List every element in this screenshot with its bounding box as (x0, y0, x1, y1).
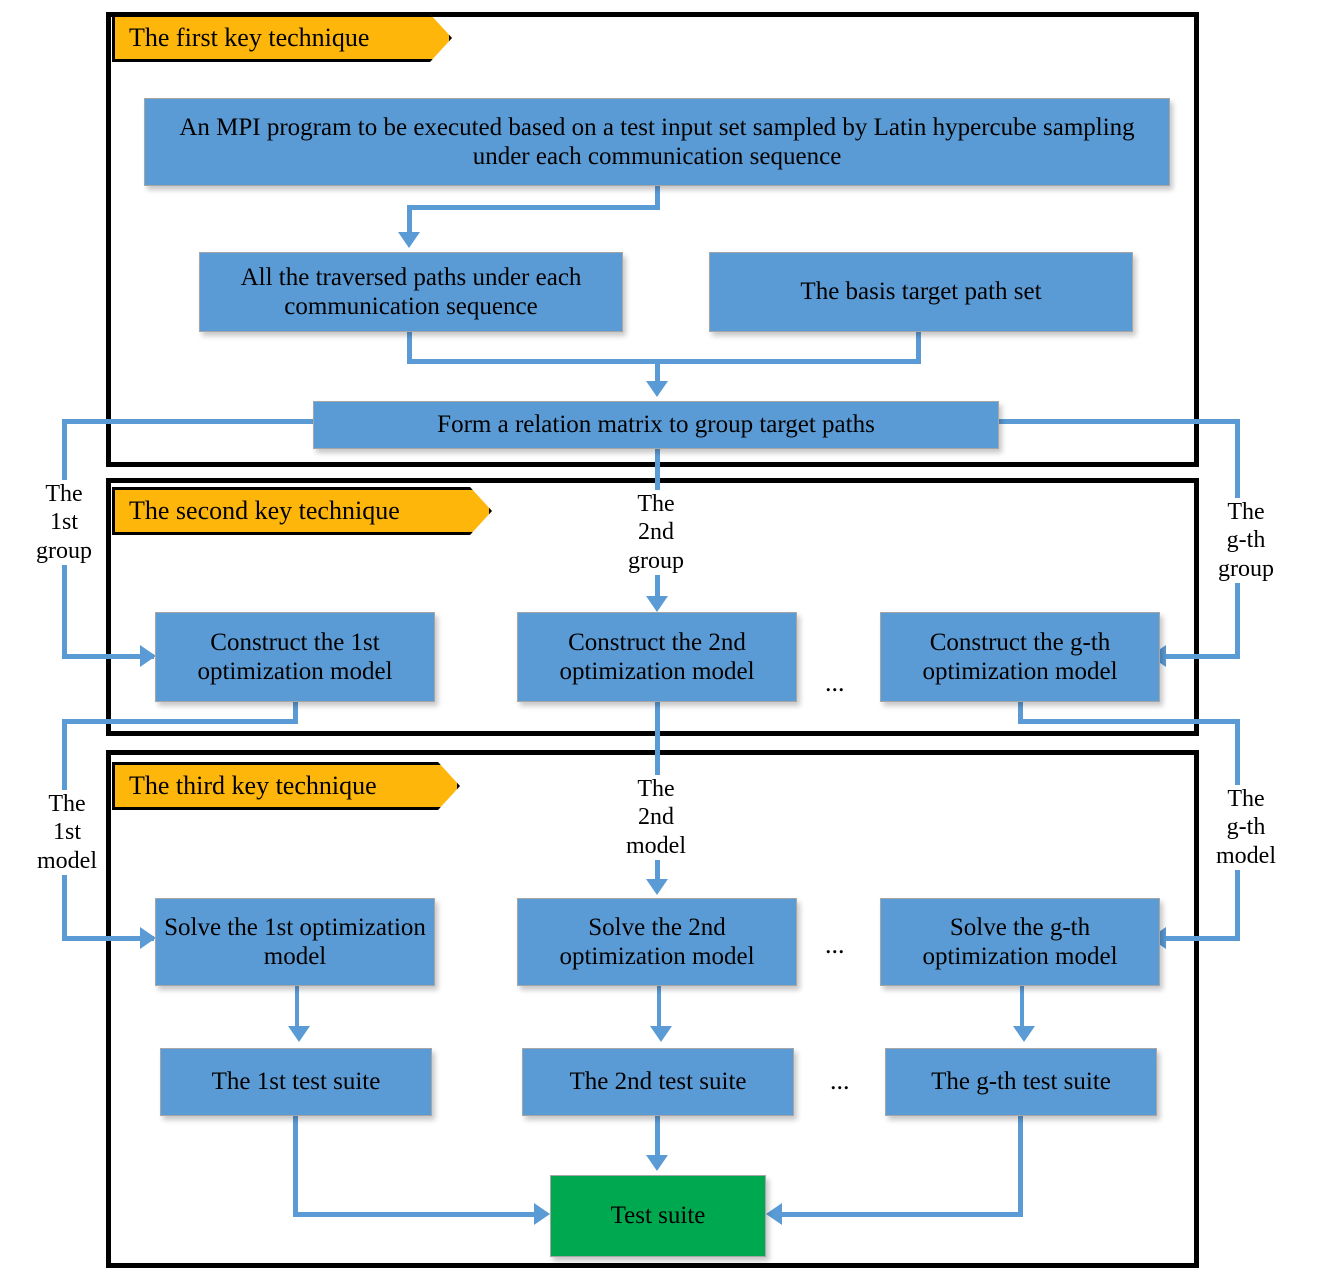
ellipsis-test-suite: ... (830, 1066, 850, 1095)
box-construct-model-2: Construct the 2nd optimization model (517, 612, 797, 702)
connector-t1-right (293, 1212, 537, 1217)
banner-label: The third key technique (129, 771, 377, 800)
banner-label: The first key technique (129, 23, 370, 52)
panel-third-technique (106, 750, 1199, 1268)
arrowhead-to-paths (398, 232, 420, 248)
connector-tg-down (1018, 1116, 1023, 1215)
ellipsis-solve: ... (825, 930, 845, 959)
arrowhead-suite-top (646, 1155, 668, 1171)
connector-cg-right (1018, 719, 1240, 724)
box-construct-model-g: Construct the g-th optimization model (880, 612, 1160, 702)
arrowhead-to-solve-2 (646, 879, 668, 895)
connector-matrix-left (62, 419, 317, 424)
banner-first-key-technique: The first key technique (112, 14, 452, 62)
connector-s2-down (657, 986, 661, 1030)
connector-tg-left (780, 1212, 1023, 1217)
box-solve-model-g: Solve the g-th optimization model (880, 898, 1160, 986)
connector-s1-down (295, 986, 299, 1030)
banner-second-key-technique: The second key technique (112, 487, 492, 535)
panel-second-technique (106, 478, 1199, 736)
connector-t1-down (293, 1116, 298, 1215)
arrowhead-to-construct-1 (140, 645, 156, 667)
box-basis-target-path-set: The basis target path set (709, 252, 1133, 332)
arrowhead-to-suite-g (1013, 1026, 1035, 1042)
connector-mpi-left (407, 205, 660, 210)
connector-t2-down (655, 1116, 660, 1158)
connector-groupg-left (1166, 654, 1240, 659)
connector-merge-down (655, 359, 660, 383)
box-traversed-paths: All the traversed paths under each commu… (199, 252, 623, 332)
connector-c1-left (62, 719, 298, 724)
connector-mpi-down (655, 186, 660, 210)
arrowhead-to-construct-2 (646, 596, 668, 612)
box-test-suite-g: The g-th test suite (885, 1048, 1157, 1116)
box-construct-model-1: Construct the 1st optimization model (155, 612, 435, 702)
box-relation-matrix: Form a relation matrix to group target p… (313, 401, 999, 449)
box-solve-model-1: Solve the 1st optimization model (155, 898, 435, 986)
banner-third-key-technique: The third key technique (112, 762, 460, 810)
banner-label: The second key technique (129, 496, 400, 525)
connector-modelg-left (1166, 936, 1240, 941)
box-solve-model-2: Solve the 2nd optimization model (517, 898, 797, 986)
connector-basis-out (916, 332, 921, 364)
panel-first-technique (106, 12, 1199, 467)
arrowhead-to-solve-1 (140, 927, 156, 949)
arrowhead-suite-right (766, 1203, 782, 1225)
box-final-test-suite: Test suite (550, 1175, 766, 1257)
arrowhead-to-matrix (646, 381, 668, 397)
box-test-suite-1: The 1st test suite (160, 1048, 432, 1116)
arrowhead-suite-left (534, 1203, 550, 1225)
ellipsis-construct: ... (825, 668, 845, 697)
arrowhead-to-suite-1 (288, 1026, 310, 1042)
box-test-suite-2: The 2nd test suite (522, 1048, 794, 1116)
arrowhead-to-suite-2 (650, 1026, 672, 1042)
connector-matrix-right (995, 419, 1240, 424)
connector-sg-down (1020, 986, 1024, 1030)
box-mpi-program: An MPI program to be executed based on a… (144, 98, 1170, 186)
connector-cg-down (1018, 702, 1023, 722)
connector-merge-bar (407, 359, 921, 364)
connector-c1-down (293, 702, 298, 722)
connector-group1-right (62, 654, 154, 659)
connector-paths-out (407, 332, 412, 364)
connector-model1-right (62, 936, 154, 941)
connector-paths-down (407, 205, 412, 234)
